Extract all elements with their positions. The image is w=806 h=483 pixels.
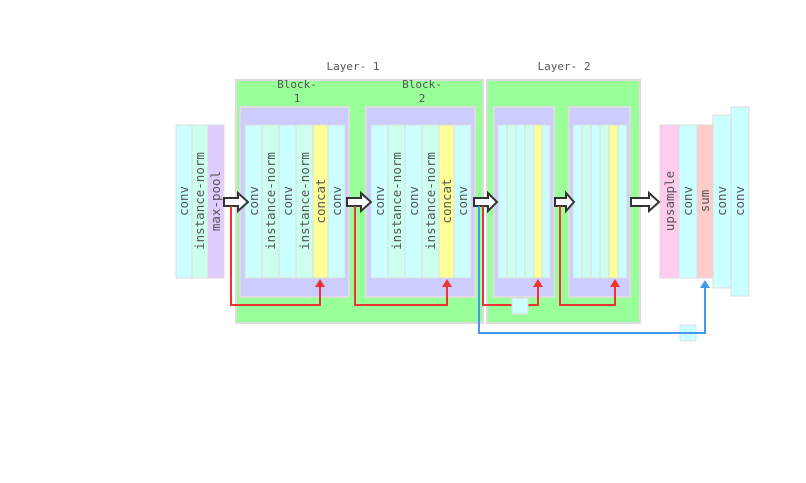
block-2-label-line2: 2 [419, 92, 426, 105]
block-2-label-line1: Block- [402, 78, 442, 91]
block-2-columns: conv instance-norm conv instance-norm co… [370, 124, 472, 279]
input-stack: conv instance-norm max-pool [175, 124, 225, 279]
layer-2-block-b-norm-2 [599, 124, 610, 279]
block-1-columns: conv instance-norm conv instance-norm co… [244, 124, 346, 279]
block-2-instance-norm-2-label: instance-norm [423, 152, 438, 250]
layer-2-block-a-concat [533, 124, 543, 279]
output-conv-2-label: conv [714, 186, 729, 216]
block-1-label-line2: 1 [294, 92, 301, 105]
flow-arrow-1 [223, 190, 250, 214]
block-1-conv-3 [327, 124, 346, 279]
block-2-instance-norm-1-label: instance-norm [389, 152, 404, 250]
skip-arrow-layer-2-b [559, 206, 620, 306]
layer-2-block-b-concat [608, 124, 619, 279]
input-conv-label: conv [176, 186, 191, 216]
block-1-instance-norm-2-label: instance-norm [297, 152, 312, 250]
flow-arrow-4 [554, 190, 576, 214]
skip-arrow-block-1 [230, 206, 325, 306]
block-2-conv-3 [453, 124, 472, 279]
input-max-pool-label: max-pool [208, 171, 223, 231]
output-sum-label: sum [697, 190, 712, 213]
block-1-conv-1-label: conv [246, 186, 261, 216]
layer-2-block-a-conv-3 [541, 124, 551, 279]
block-2-conv-1-label: conv [372, 186, 387, 216]
block-1-label-line1: Block- [277, 78, 317, 91]
output-stack: upsample conv sum conv conv [659, 106, 750, 297]
block-1-conv-2-label: conv [280, 186, 295, 216]
layer-2-block-b-norm-1 [581, 124, 592, 279]
block-2-conv-3-label: conv [455, 186, 470, 216]
layer-2-block-b-columns [572, 124, 628, 279]
block-1-instance-norm-1-label: instance-norm [263, 152, 278, 250]
block-1-conv-3-label: conv [329, 186, 344, 216]
layer-2-block-a-norm-1 [506, 124, 517, 279]
layer-2-block-a-conv-2 [515, 124, 526, 279]
output-conv-1-label: conv [680, 186, 695, 216]
skip-arrow-block-2 [354, 206, 452, 306]
flow-arrow-3 [473, 190, 499, 214]
layer-2-block-a-columns [497, 124, 551, 279]
layer-2-block-b-conv-3 [617, 124, 628, 279]
block-1-concat-label: concat [313, 178, 328, 223]
skip-arrow-layer-2-a [482, 206, 543, 306]
block-2-concat-label: concat [439, 178, 454, 223]
layer-2-block-b-conv-2 [590, 124, 601, 279]
output-conv-3 [730, 106, 750, 297]
block-2-conv-2-label: conv [406, 186, 421, 216]
input-instance-norm-label: instance-norm [192, 152, 207, 250]
flow-arrow-2 [346, 190, 373, 214]
flow-arrow-5 [630, 190, 661, 214]
output-conv-3-label: conv [732, 186, 747, 216]
output-upsample-label: upsample [662, 171, 677, 231]
layer-2-label: Layer- 2 [538, 60, 591, 73]
layer-2-block-a-norm-2 [524, 124, 535, 279]
long-skip-arrow [478, 206, 710, 334]
layer-1-label: Layer- 1 [327, 60, 380, 73]
layer-2-block-a-conv-1 [497, 124, 508, 279]
junction-box-1 [511, 297, 529, 315]
